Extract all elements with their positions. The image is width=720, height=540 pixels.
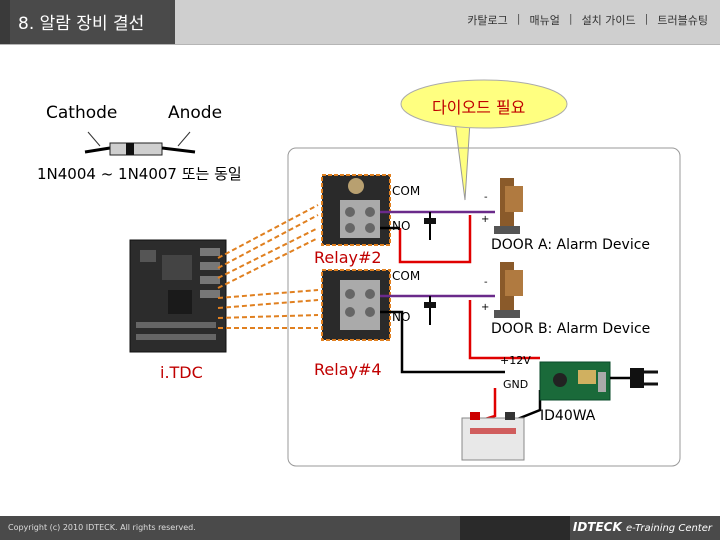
copyright-text: Copyright (c) 2010 IDTECK. All rights re… [8,523,196,532]
page-title: 8. 알람 장비 결선 [18,14,145,34]
com-label-relay4: COM [392,269,421,283]
nav-separator: | [644,12,649,25]
no-label-relay2: NO [392,219,411,233]
power-supply-board [539,361,611,401]
header-bar: 8. 알람 장비 결선 카탈로그 | 매뉴얼 | 설치 가이드 | 트러블슈팅 [0,0,720,45]
relay2-label: Relay#2 [314,248,382,267]
brand-logo: IDTECK e-Training Center [573,520,712,534]
relay-panel-frame [287,147,681,467]
door-a-minus: - [484,192,488,203]
cathode-label: Cathode [46,103,118,123]
nav-manual-link[interactable]: 매뉴얼 [529,14,560,27]
psu-label: ID40WA [540,408,596,424]
header-accent [0,0,10,44]
door-a-label: DOOR A: Alarm Device [491,237,651,253]
door-b-device [494,262,523,318]
door-b-plus: + [481,302,490,313]
relay4-terminal [321,269,391,341]
top-nav: 카탈로그 | 매뉴얼 | 설치 가이드 | 트러블슈팅 [467,12,708,28]
door-b-label: DOOR B: Alarm Device [491,321,651,337]
v12-label: +12V [500,354,531,367]
footer-bar: Copyright (c) 2010 IDTECK. All rights re… [0,516,720,540]
diode-part-label: 1N4004 ~ 1N4007 또는 동일 [37,165,242,183]
relay-diodes [424,212,436,325]
gnd-label: GND [503,378,529,391]
door-a-device [494,178,523,234]
battery-icon [461,412,525,461]
nav-troubleshooting-link[interactable]: 트러블슈팅 [657,14,708,27]
door-b-minus: - [484,277,488,288]
door-a-plus: + [481,214,490,225]
callout-text: 다이오드 필요 [432,98,526,117]
nav-catalog-link[interactable]: 카탈로그 [467,14,508,27]
brand-subtitle: e-Training Center [625,523,712,534]
diode-required-callout [400,79,568,201]
nav-install-guide-link[interactable]: 설치 가이드 [581,14,636,27]
brand-logo-box [460,516,570,540]
diode-illustration [84,131,196,156]
itdc-board [129,239,227,353]
relay2-terminal [321,174,391,246]
com-label-relay2: COM [392,184,421,198]
power-plug-icon [630,368,658,388]
relay4-label: Relay#4 [314,360,382,379]
anode-label: Anode [168,103,223,123]
nav-separator: | [516,12,521,25]
itdc-label: i.TDC [160,363,203,382]
title-box [10,0,175,44]
no-label-relay4: NO [392,310,411,324]
relay-callout-lines [217,204,319,329]
nav-separator: | [568,12,573,25]
brand-name: IDTECK [572,520,622,534]
